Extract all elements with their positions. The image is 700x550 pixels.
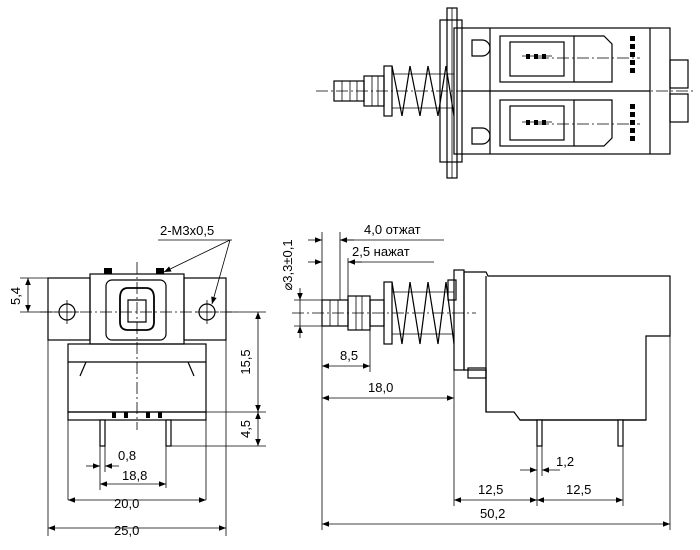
side-pin-left: [536, 419, 543, 447]
label-pressed: 2,5 нажат: [352, 244, 410, 259]
label-tab-height: 5,4: [8, 287, 23, 305]
dimension-labels: 2-M3x0,5 5,4 15,5 4,5 0,8 18,8 20,0 25,0…: [8, 222, 591, 538]
label-body-height: 15,5: [238, 349, 253, 374]
label-thread: 2-M3x0,5: [160, 223, 214, 238]
side-pin-right: [617, 419, 624, 447]
top-contact-block-lower: [499, 99, 575, 147]
label-body-width: 20,0: [114, 496, 139, 511]
label-overall-width: 25,0: [114, 523, 139, 538]
side-view: [292, 269, 671, 447]
top-view: [316, 7, 694, 179]
front-plunger-head: [119, 287, 155, 331]
top-contact-block-upper: [499, 35, 575, 83]
label-to-body: 18,0: [368, 380, 393, 395]
front-dimensions: [20, 277, 266, 536]
top-d-slot-upper: [471, 39, 491, 57]
label-overall-length: 50,2: [480, 506, 505, 521]
label-plunger-diameter: ⌀3,3±0,1: [280, 239, 295, 290]
label-side-pin-width: 1,2: [556, 454, 574, 469]
label-plunger-length: 8,5: [340, 348, 358, 363]
front-mount-tab-right: [183, 277, 227, 341]
front-pin-right: [165, 419, 172, 447]
top-d-slot-lower: [471, 127, 491, 145]
top-pin-row-lower: [630, 104, 635, 141]
label-pin-pitch: 18,8: [122, 468, 147, 483]
front-mount-tab-left: [47, 277, 91, 341]
top-side-tab-upper: [669, 59, 689, 89]
side-dimensions: [294, 232, 671, 530]
side-latch: [467, 367, 487, 379]
label-pin-right: 12,5: [566, 482, 591, 497]
top-body: [453, 27, 671, 155]
top-pin-row-upper: [630, 36, 635, 73]
label-pin-left: 12,5: [478, 482, 503, 497]
top-side-tab-lower: [669, 93, 689, 123]
label-front-pin-width: 0,8: [118, 448, 136, 463]
label-released: 4,0 отжат: [364, 222, 421, 237]
front-pin-left: [99, 419, 106, 447]
side-body: [463, 271, 671, 421]
front-view: [40, 239, 236, 447]
front-plunger-housing: [105, 279, 167, 341]
label-pin-height: 4,5: [238, 420, 253, 438]
